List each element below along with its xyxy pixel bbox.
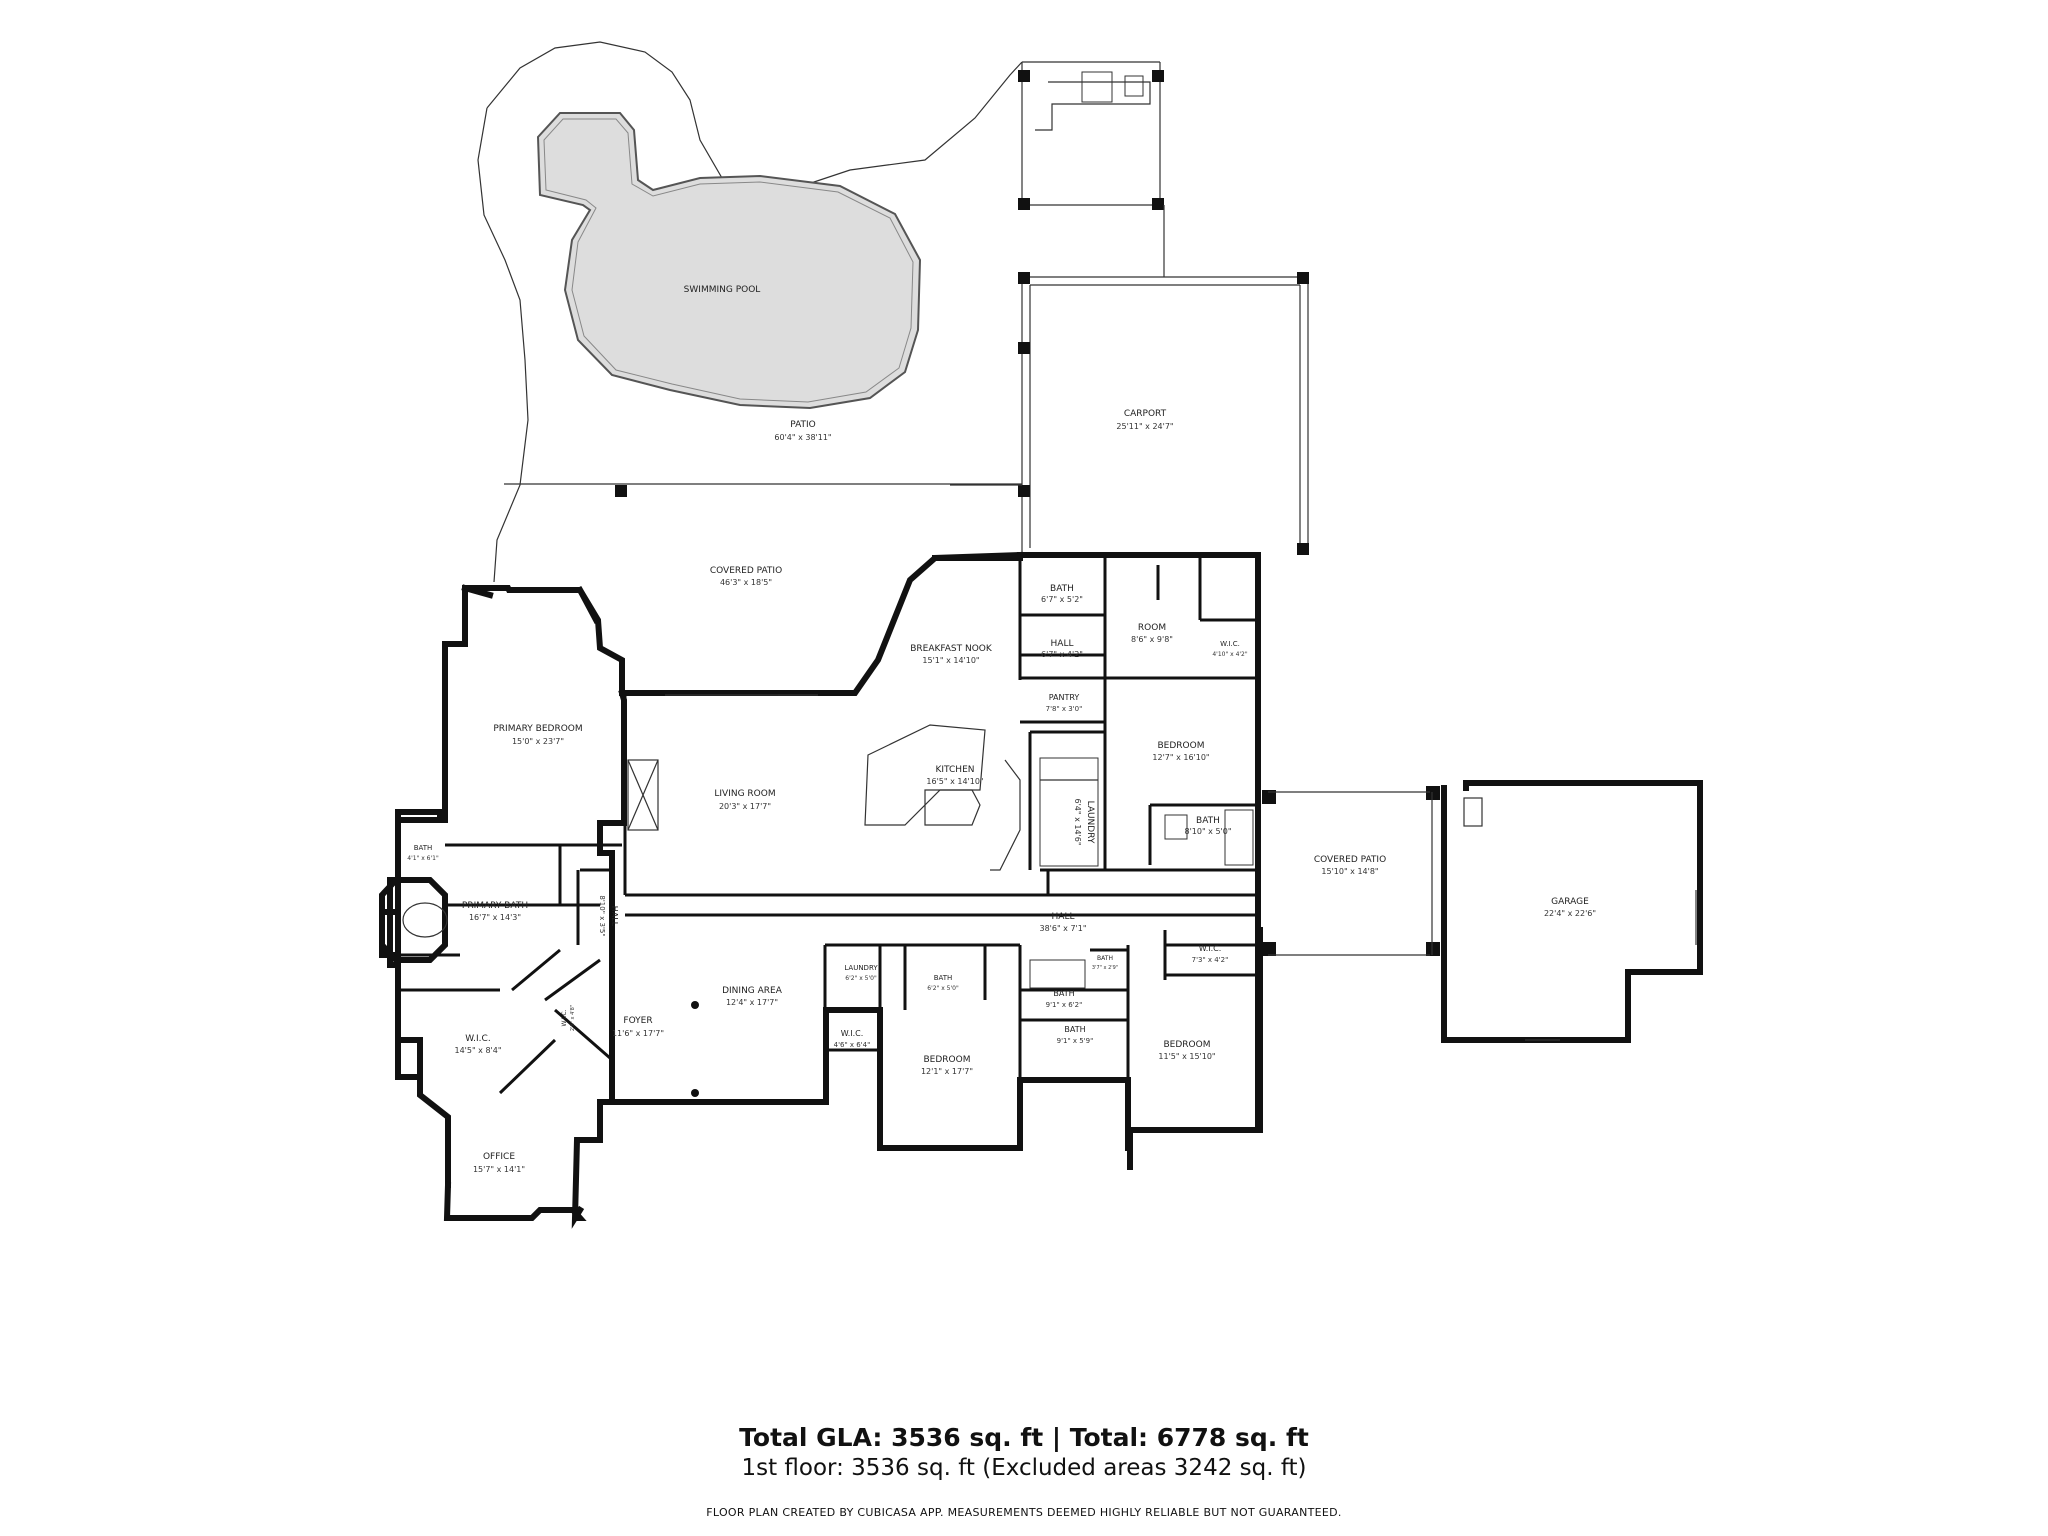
- room-dim-bath-b: 9'1" x 6'2": [1046, 1001, 1083, 1009]
- room-name-covered-patio-side: COVERED PATIO: [1314, 855, 1386, 865]
- room-dim-wic-east: 7'3" x 4'2": [1192, 956, 1229, 964]
- floor-area-summary: 1st floor: 3536 sq. ft (Excluded areas 3…: [741, 1455, 1307, 1481]
- room-name-wic-diag: W.I.C.: [561, 1009, 568, 1026]
- room-name-hall-upper: HALL: [1051, 639, 1074, 649]
- room-name-swimming-pool: SWIMMING POOL: [684, 285, 761, 295]
- room-name-hall-small: HALL: [610, 906, 619, 927]
- room-name-bath-c: BATH: [1064, 1025, 1085, 1034]
- room-dim-bath-east: 8'10" x 5'0": [1184, 827, 1231, 836]
- house-walls: [379, 551, 1263, 1229]
- room-name-wic-primary: W.I.C.: [465, 1034, 490, 1044]
- room-name-bath-a: BATH: [934, 974, 953, 982]
- room-dim-dining-area: 12'4" x 17'7": [726, 998, 778, 1007]
- room-name-wic-mid: W.I.C.: [841, 1029, 864, 1038]
- room-name-primary-bath: PRIMARY BATH: [462, 901, 528, 911]
- room-dim-foyer: 11'6" x 17'7": [612, 1029, 664, 1038]
- room-name-primary-bedroom: PRIMARY BEDROOM: [493, 724, 582, 734]
- room-name-carport: CARPORT: [1124, 409, 1167, 419]
- room-name-hall-main: HALL: [1052, 912, 1075, 922]
- room-name-living-room: LIVING ROOM: [714, 789, 775, 799]
- swimming-pool: [536, 112, 922, 410]
- room-name-bath-small: BATH: [414, 844, 433, 852]
- room-dim-covered-patio-rear: 46'3" x 18'5": [720, 578, 772, 587]
- total-area-summary: Total GLA: 3536 sq. ft | Total: 6778 sq.…: [739, 1423, 1309, 1452]
- room-name-bedroom-se: BEDROOM: [1164, 1040, 1211, 1050]
- room-dim-wic-primary: 14'5" x 8'4": [454, 1046, 501, 1055]
- room-dim-pantry: 7'8" x 3'0": [1046, 705, 1083, 713]
- room-dim-breakfast-nook: 15'1" x 14'10": [922, 656, 979, 665]
- room-name-patio: PATIO: [790, 420, 816, 430]
- room-dim-bath-tiny: 3'7" x 2'9": [1092, 965, 1118, 971]
- room-dim-covered-patio-side: 15'10" x 14'8": [1321, 867, 1378, 876]
- room-name-pantry: PANTRY: [1049, 693, 1080, 702]
- room-labels: SWIMMING POOL PATIO 60'4" x 38'11" CARPO…: [407, 285, 1596, 1174]
- room-dim-wic-mid: 4'6" x 6'4": [834, 1041, 871, 1049]
- room-name-dining-area: DINING AREA: [722, 986, 783, 996]
- room-dim-living-room: 20'3" x 17'7": [719, 802, 771, 811]
- room-name-laundry-small: LAUNDRY: [844, 964, 878, 972]
- interior-walls: [398, 555, 1258, 1102]
- room-name-garage: GARAGE: [1551, 897, 1589, 907]
- room-name-bath-east: BATH: [1196, 816, 1220, 826]
- room-name-laundry-main: LAUNDRY: [1085, 801, 1095, 844]
- pergola-structure: [1018, 61, 1165, 277]
- room-name-covered-patio-rear: COVERED PATIO: [710, 566, 782, 576]
- room-name-bedroom-mid: BEDROOM: [924, 1055, 971, 1065]
- room-name-kitchen: KITCHEN: [936, 765, 975, 775]
- room-name-bath-tiny: BATH: [1097, 955, 1113, 962]
- room-name-bedroom-east: BEDROOM: [1158, 741, 1205, 751]
- room-dim-bedroom-east: 12'7" x 16'10": [1152, 753, 1209, 762]
- disclaimer-text: FLOOR PLAN CREATED BY CUBICASA APP. MEAS…: [706, 1506, 1342, 1519]
- room-name-breakfast-nook: BREAKFAST NOOK: [910, 644, 993, 654]
- room-name-bath-upper: BATH: [1050, 584, 1074, 594]
- room-dim-carport: 25'11" x 24'7": [1116, 422, 1173, 431]
- room-name-wic-upper: W.I.C.: [1220, 640, 1240, 648]
- room-dim-hall-upper: 6'7" x 4'2": [1041, 650, 1083, 659]
- room-name-office: OFFICE: [483, 1152, 515, 1162]
- room-dim-primary-bath: 16'7" x 14'3": [469, 913, 521, 922]
- room-dim-wic-upper: 4'10" x 4'2": [1212, 651, 1248, 658]
- room-dim-bath-upper: 6'7" x 5'2": [1041, 595, 1083, 604]
- fixtures: [402, 694, 1254, 1097]
- room-dim-room: 8'6" x 9'8": [1131, 635, 1173, 644]
- room-dim-primary-bedroom: 15'0" x 23'7": [512, 737, 564, 746]
- patio-outline: [477, 41, 1023, 583]
- room-dim-wic-diag: 2'8" x 4'8": [570, 1005, 576, 1031]
- room-dim-garage: 22'4" x 22'6": [1544, 909, 1596, 918]
- room-dim-hall-small: 8'10" x 3'5": [598, 895, 606, 936]
- garage-walls: [1262, 780, 1703, 1043]
- carport: [615, 272, 1309, 555]
- room-name-wic-east: W.I.C.: [1199, 944, 1222, 953]
- room-dim-patio: 60'4" x 38'11": [774, 433, 831, 442]
- room-dim-office: 15'7" x 14'1": [473, 1165, 525, 1174]
- room-name-foyer: FOYER: [623, 1016, 652, 1026]
- room-name-bath-b: BATH: [1053, 989, 1074, 998]
- room-dim-bath-c: 9'1" x 5'9": [1057, 1037, 1094, 1045]
- room-dim-laundry-main: 6'4" x 14'6": [1073, 798, 1082, 845]
- room-dim-bath-small: 4'1" x 6'1": [407, 855, 439, 862]
- room-dim-hall-main: 38'6" x 7'1": [1039, 924, 1086, 933]
- room-name-room: ROOM: [1138, 623, 1166, 633]
- room-dim-laundry-small: 6'2" x 5'0": [845, 975, 877, 982]
- room-dim-bedroom-se: 11'5" x 15'10": [1158, 1052, 1215, 1061]
- room-dim-kitchen: 16'5" x 14'10": [926, 777, 983, 786]
- room-dim-bedroom-mid: 12'1" x 17'7": [921, 1067, 973, 1076]
- room-dim-bath-a: 6'2" x 5'0": [927, 985, 959, 992]
